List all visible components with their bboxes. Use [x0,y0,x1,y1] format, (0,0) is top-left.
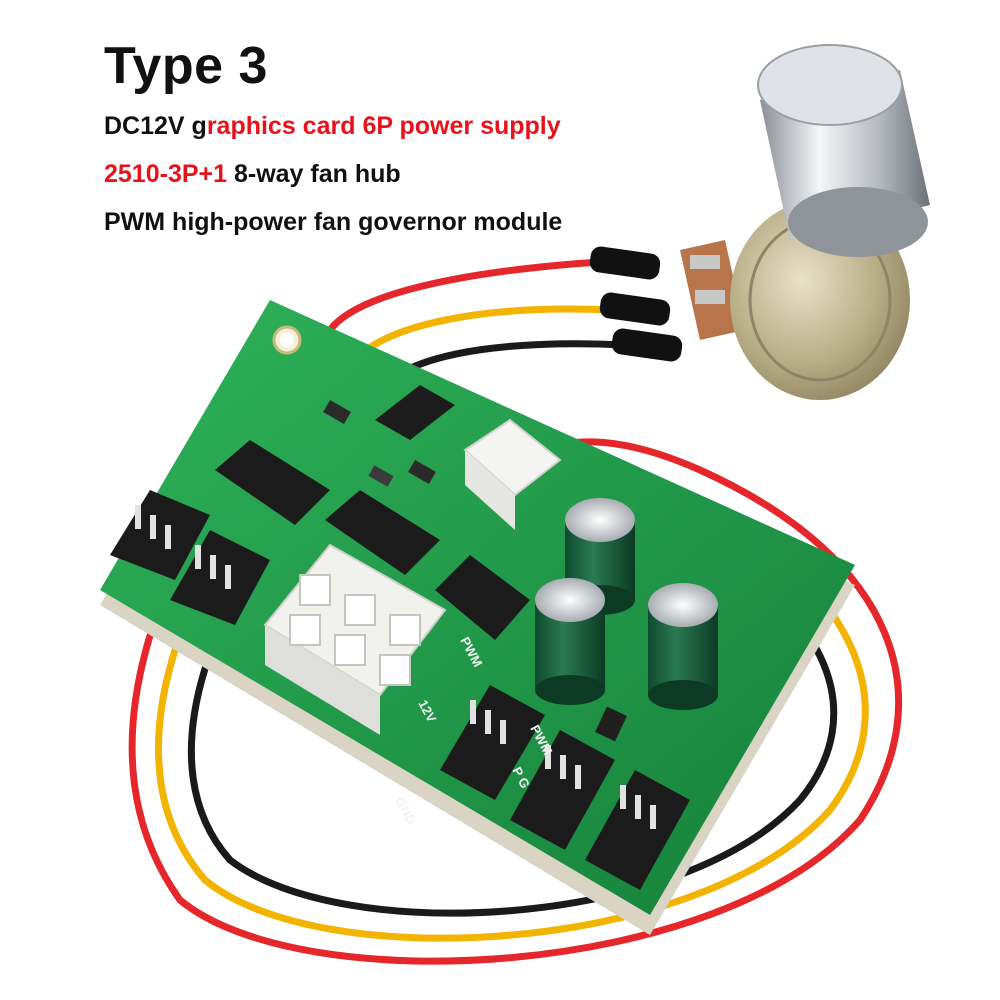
smd-part [408,459,436,485]
pcb-board: GND 12V PWM PWM P G [100,300,855,935]
silk-gnd: GND [392,794,419,827]
fan-header [440,685,545,800]
fan-header [435,555,530,640]
fan-header [215,440,330,525]
pot-terminal [690,255,720,269]
fan-header [170,530,270,625]
input-connector-side [465,450,515,530]
capacitor [648,583,718,710]
fan-header [510,730,615,850]
spec-line-module: PWM high-power fan governor module [104,208,563,236]
spec-line-hub-part1: 2510-3P+1 [104,160,228,188]
heatshrink-black [611,328,683,362]
mount-hole-center [280,333,294,347]
product-title: Type 3 [104,37,268,95]
potentiometer [680,44,930,400]
header-pins [135,505,656,829]
diode [595,706,627,742]
smd-part [368,465,394,487]
fan-header [110,490,210,580]
spec-line-power-part1: DC12V g [104,112,207,140]
spec-line-hub-part2: 8-way fan hub [227,160,401,188]
fan-header [585,770,690,890]
pot-knob-top [757,44,903,126]
heatshrink-yellow [599,292,671,326]
spec-line-power-part2: raphics card 6P power supply [206,112,561,140]
pot-terminal [695,290,725,304]
heatshrink-red [589,246,661,280]
fan-header [325,490,440,575]
ic-chip [375,385,455,440]
pot-knob-base [788,187,928,257]
input-connector [463,418,562,497]
power-connector-side [265,625,380,735]
spec-line-power: DC12V graphics card 6P power supply [104,112,561,141]
spec-line-hub: 2510-3P+1 8-way fan hub [104,160,401,189]
smd-part [323,399,351,425]
capacitor [535,578,605,705]
power-connector-sockets [289,574,421,686]
